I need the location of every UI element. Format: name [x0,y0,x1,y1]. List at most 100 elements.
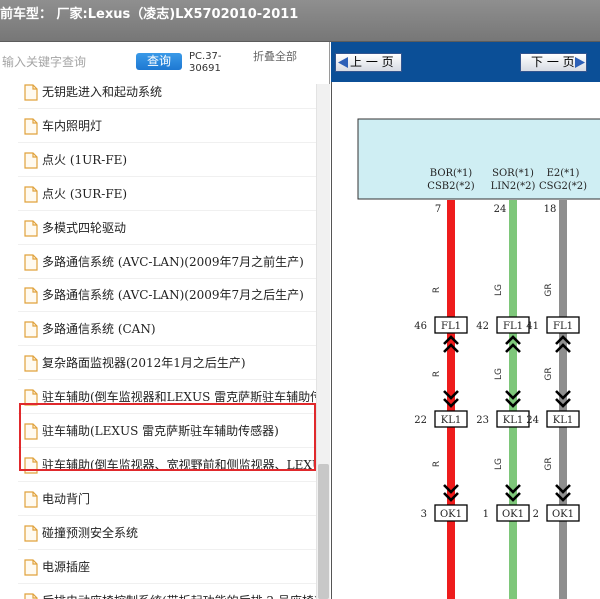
pin-number: 18 [544,204,557,215]
prev-page-label: 上 一 页 [350,55,394,69]
wire-color-code: LG [494,284,504,296]
chevron-up-icon [505,343,521,353]
connector-box [496,316,530,334]
document-icon [24,558,38,576]
connector-label: KL1 [441,415,461,426]
search-input[interactable] [2,53,128,71]
tree-item[interactable]: 多路通信系统 (AVC-LAN)(2009年7月之后生产) [18,279,316,313]
document-icon [24,84,38,101]
prev-page-button[interactable]: 上 一 页 [335,53,402,72]
signal-label: SOR(*1) [492,168,534,179]
tree-item[interactable]: 电动背门 [18,483,316,516]
connector-pin: 2 [533,509,539,520]
connector-pin: 3 [421,509,427,520]
tree-item[interactable]: 驻车辅助(LEXUS 雷克萨斯驻车辅助传感器) [18,415,316,448]
highlight-box [19,403,316,471]
chevron-down-icon [443,398,459,408]
tree-item-label: 后排电动座椅控制系统(带折起功能的后排 2 号座椅) [42,593,316,599]
tree-item[interactable]: 复杂路面监视器(2012年1月之后生产) [18,347,316,381]
connector-pin: 23 [476,415,489,426]
connector-label: OK1 [440,509,462,520]
scrollbar-thumb[interactable] [318,464,329,599]
chevron-down-icon [505,398,521,408]
document-icon [24,186,38,203]
signal-label: CSB2(*2) [427,181,474,192]
chevron-down-icon [443,492,459,502]
tree-item[interactable]: 后排电动座椅控制系统(带折起功能的后排 2 号座椅) [18,585,316,599]
document-icon [24,287,38,304]
tree-list: 无钥匙进入和起动系统车内照明灯点火 (1UR-FE) 点火 (3UR-FE) 多模式… [0,84,316,599]
document-icon [24,491,38,508]
tree-item[interactable]: 点火 (3UR-FE) [18,178,316,211]
arrow-right-icon [575,57,585,68]
chevron-down-icon [555,390,571,400]
wire-color-code: R [432,371,442,377]
tree-item[interactable]: 多模式四轮驱动 [18,212,316,245]
wire-color-code: GR [544,457,554,470]
tree-item-label: 多模式四轮驱动 [42,220,127,235]
tree-item[interactable]: 碰撞预测安全系统 [18,517,316,550]
tree-item-label: 复杂路面监视器(2012年1月之后生产) [42,356,246,371]
connector-pin: 46 [414,321,427,332]
tree-item-label: 多路通信系统 (AVC-LAN)(2009年7月之后生产) [42,288,304,303]
next-page-label: 下 一 页 [531,55,575,69]
tree-item-label: 多路通信系统 (AVC-LAN)(2009年7月之前生产) [42,254,304,269]
tree-item-label: 驻车辅助(LEXUS 雷克萨斯驻车辅助传感器) [42,424,279,438]
connector-box [546,316,580,334]
chevron-up-icon [443,335,459,345]
chevron-down-icon [505,390,521,400]
tree-item-label: 无钥匙进入和起动系统 [42,85,163,99]
tree-item[interactable]: 多路通信系统 (AVC-LAN)(2009年7月之前生产) [18,246,316,279]
connector-pin: 1 [483,509,489,520]
document-icon [24,525,38,542]
document-icon [24,423,38,440]
tree-item-label: 车内照明灯 [42,118,103,133]
next-page-button[interactable]: 下 一 页 [520,53,587,72]
wire-color-code: GR [544,283,554,296]
connector-box [434,316,468,334]
document-icon [24,253,38,271]
wire-color-code: R [432,287,442,293]
tree-item[interactable]: 多路通信系统 (CAN) [18,313,316,347]
document-icon [24,592,38,599]
chevron-down-icon [443,484,459,494]
wire-color-code: R [432,461,442,467]
pin-number: 7 [435,204,441,215]
collapse-all-link[interactable]: 折叠全部 [253,50,297,63]
connector-pin: 22 [414,415,427,426]
connector-label: FL1 [503,321,523,332]
tree-item-label: 电源插座 [42,559,91,574]
query-button[interactable]: 查询 [136,53,182,70]
tree-item-label: 电动背门 [42,491,91,506]
signal-label: BOR(*1) [430,168,473,179]
connector-box [496,410,530,428]
tree-item-label: 多路通信系统 (CAN) [42,322,156,337]
wire-color-code: LG [494,458,504,470]
tree-scrollbar[interactable] [316,84,330,599]
chevron-up-icon [555,343,571,353]
connector-box [434,410,468,428]
tree-item-label: 驻车辅助(倒车监视器和LEXUS 雷克萨斯驻车辅助传感器) [42,390,316,405]
tree-item[interactable]: 车内照明灯 [18,110,316,143]
tree-item-label: 点火 (1UR-FE) [42,152,128,167]
chevron-down-icon [555,398,571,408]
pc-code: PC.37-30691 [189,51,222,74]
chevron-down-icon [505,484,521,494]
tree-item[interactable]: 驻车辅助(倒车监视器、宽视野前和侧监视器、LEXUS 雷克萨斯驻车辅助传感器) [18,449,316,482]
connector-box [434,504,468,522]
tree-item[interactable]: 点火 (1UR-FE) [18,144,316,177]
connector-pin: 42 [476,321,489,332]
chevron-down-icon [443,390,459,400]
tree-item[interactable]: 驻车辅助(倒车监视器和LEXUS 雷克萨斯驻车辅助传感器) [18,381,316,415]
chevron-down-icon [555,484,571,494]
document-icon [24,118,38,135]
tree-item[interactable]: 电源插座 [18,551,316,584]
connector-label: FL1 [553,321,573,332]
tree-item-label: 碰撞预测安全系统 [42,525,139,540]
document-icon [24,219,38,237]
tree-item[interactable]: 无钥匙进入和起动系统 [18,84,316,109]
document-icon [24,152,38,169]
